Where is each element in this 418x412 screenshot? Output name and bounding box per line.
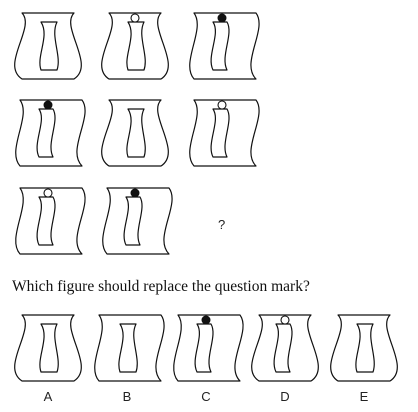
answer-option-b[interactable]: B [94, 314, 165, 404]
grid-figure [189, 12, 260, 80]
question-text: Which figure should replace the question… [12, 278, 310, 295]
option-figure [173, 314, 244, 382]
open-circle-icon [130, 13, 140, 23]
answer-options: A B C D E [14, 314, 398, 404]
grid-figure [15, 99, 86, 167]
option-figure [330, 314, 398, 382]
answer-option-a[interactable]: A [14, 314, 82, 404]
answer-option-e[interactable]: E [330, 314, 398, 404]
open-circle-icon [280, 315, 290, 325]
grid-figure [14, 12, 82, 80]
answer-option-c[interactable]: C [173, 314, 244, 404]
answer-option-d[interactable]: D [251, 314, 319, 404]
inner-slot [210, 21, 230, 71]
option-label: D [280, 389, 289, 404]
inner-slot [123, 196, 143, 246]
inner-slot [210, 108, 230, 158]
grid-figure [101, 12, 169, 80]
inner-slot [39, 21, 59, 71]
grid-figure [189, 99, 260, 167]
inner-slot [194, 323, 214, 373]
option-label: C [201, 389, 210, 404]
inner-slot [39, 323, 59, 373]
inner-slot [126, 21, 146, 71]
figure-grid [14, 12, 260, 255]
option-figure [14, 314, 82, 382]
option-figure [94, 314, 165, 382]
inner-slot [273, 323, 293, 373]
grid-figure [15, 187, 86, 255]
missing-figure-marker: ? [218, 217, 225, 232]
grid-figure [101, 99, 169, 167]
grid-figure [102, 187, 173, 255]
filled-circle-icon [130, 188, 140, 198]
option-label: E [360, 389, 369, 404]
option-label: B [123, 389, 132, 404]
inner-slot [36, 196, 56, 246]
option-figure [251, 314, 319, 382]
filled-circle-icon [201, 315, 211, 325]
filled-circle-icon [217, 13, 227, 23]
option-label: A [44, 389, 53, 404]
inner-slot [355, 323, 375, 373]
filled-circle-icon [43, 100, 53, 110]
inner-slot [118, 323, 138, 373]
open-circle-icon [217, 100, 227, 110]
inner-slot [36, 108, 56, 158]
inner-slot [126, 108, 146, 158]
open-circle-icon [43, 188, 53, 198]
